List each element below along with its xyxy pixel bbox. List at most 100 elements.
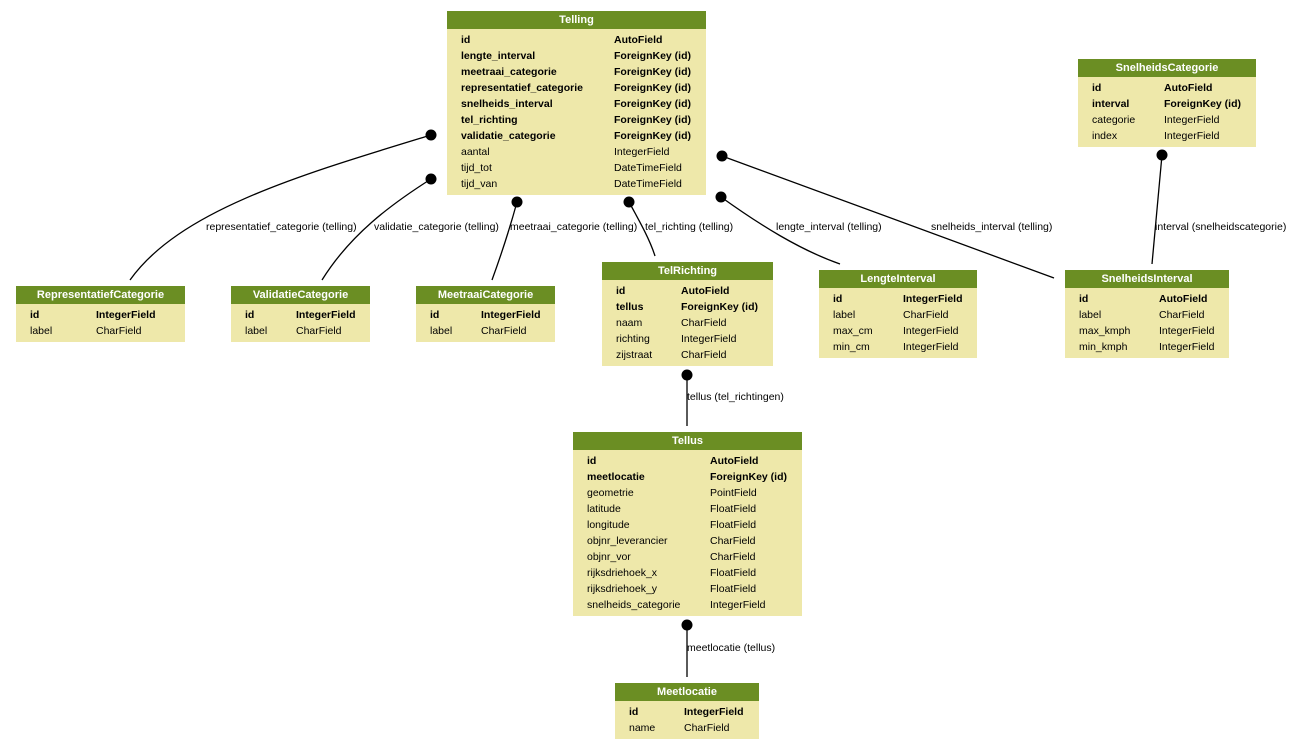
field-name: lengte_interval [461, 50, 536, 62]
field-name: index [1092, 130, 1118, 142]
field-row: zijstraat CharField [602, 347, 773, 363]
field-row: lengte_interval ForeignKey (id) [447, 48, 706, 64]
field-type: CharField [96, 325, 142, 337]
field-type: CharField [481, 325, 527, 337]
field-name: aantal [461, 146, 490, 158]
field-type: AutoField [710, 455, 759, 467]
field-name: meetlocatie [587, 471, 645, 483]
field-name: objnr_vor [587, 551, 631, 563]
model-title: LengteInterval [819, 270, 977, 288]
field-type: CharField [296, 325, 342, 337]
relation-label-rel_validatie: validatie_categorie (telling) [374, 221, 499, 233]
field-type: IntegerField [903, 325, 959, 337]
field-name: label [430, 325, 453, 337]
field-row: meetlocatie ForeignKey (id) [573, 469, 802, 485]
field-name: tijd_van [461, 178, 498, 190]
relation-endpoint-dot [425, 129, 437, 141]
field-name: objnr_leverancier [587, 535, 668, 547]
model-title: SnelheidsCategorie [1078, 59, 1256, 77]
field-name: id [461, 34, 471, 46]
field-name: richting [616, 333, 650, 345]
field-name: interval [1092, 98, 1130, 110]
field-type: AutoField [681, 285, 730, 297]
field-type: IntegerField [903, 293, 963, 305]
model-title: Tellus [573, 432, 802, 450]
field-name: tijd_tot [461, 162, 492, 174]
field-type: DateTimeField [614, 162, 682, 174]
model-title: Telling [447, 11, 706, 29]
relation-endpoint-dot [425, 173, 437, 185]
field-row: tijd_van DateTimeField [447, 176, 706, 192]
relation-line-rel_representatief [129, 134, 432, 281]
field-row: tijd_tot DateTimeField [447, 160, 706, 176]
field-type: AutoField [1159, 293, 1208, 305]
field-type: CharField [681, 317, 727, 329]
field-name: zijstraat [616, 349, 653, 361]
field-name: id [245, 309, 255, 321]
field-name: label [1079, 309, 1102, 321]
relation-label-rel_meetlocatie: meetlocatie (tellus) [687, 642, 776, 654]
model-title: SnelheidsInterval [1065, 270, 1229, 288]
relation-endpoint-dot [681, 369, 693, 381]
model-title: ValidatieCategorie [231, 286, 370, 304]
field-name: max_kmph [1079, 325, 1131, 337]
field-row: max_cm IntegerField [819, 323, 977, 339]
field-type: CharField [1159, 309, 1205, 321]
field-type: ForeignKey (id) [710, 471, 788, 483]
model-title: TelRichting [602, 262, 773, 280]
field-name: snelheids_interval [461, 98, 553, 110]
field-name: rijksdriehoek_y [587, 583, 658, 595]
field-name: id [616, 285, 626, 297]
field-type: ForeignKey (id) [1164, 98, 1242, 110]
field-name: categorie [1092, 114, 1136, 126]
field-type: ForeignKey (id) [614, 98, 692, 110]
field-name: max_cm [833, 325, 873, 337]
relation-line-rel_snelheids_interval [721, 155, 1055, 279]
field-row: naam CharField [602, 315, 773, 331]
field-type: ForeignKey (id) [681, 301, 759, 313]
relation-line-rel_interval [1151, 154, 1163, 265]
field-type: IntegerField [681, 333, 737, 345]
field-name: latitude [587, 503, 621, 515]
field-type: ForeignKey (id) [614, 130, 692, 142]
relation-endpoint-dot [1156, 149, 1168, 161]
field-type: AutoField [1164, 82, 1213, 94]
field-type: FloatField [710, 519, 757, 531]
relation-endpoint-dot [716, 150, 728, 162]
relation-label-rel_snelheids_interval: snelheids_interval (telling) [931, 221, 1053, 233]
field-name: snelheids_categorie [587, 599, 681, 611]
relation-endpoint-dot [715, 191, 727, 203]
field-name: id [629, 706, 639, 718]
field-type: ForeignKey (id) [614, 50, 692, 62]
field-name: id [30, 309, 40, 321]
field-type: IntegerField [684, 706, 744, 718]
field-type: IntegerField [296, 309, 356, 321]
field-type: DateTimeField [614, 178, 682, 190]
relation-endpoint-dot [623, 196, 635, 208]
field-name: naam [616, 317, 643, 329]
field-row: label CharField [416, 323, 555, 339]
field-name: longitude [587, 519, 630, 531]
field-type: ForeignKey (id) [614, 114, 692, 126]
field-name: id [833, 293, 843, 305]
field-type: CharField [681, 349, 727, 361]
relation-label-rel_lengte: lengte_interval (telling) [776, 221, 882, 233]
field-name: representatief_categorie [461, 82, 583, 94]
